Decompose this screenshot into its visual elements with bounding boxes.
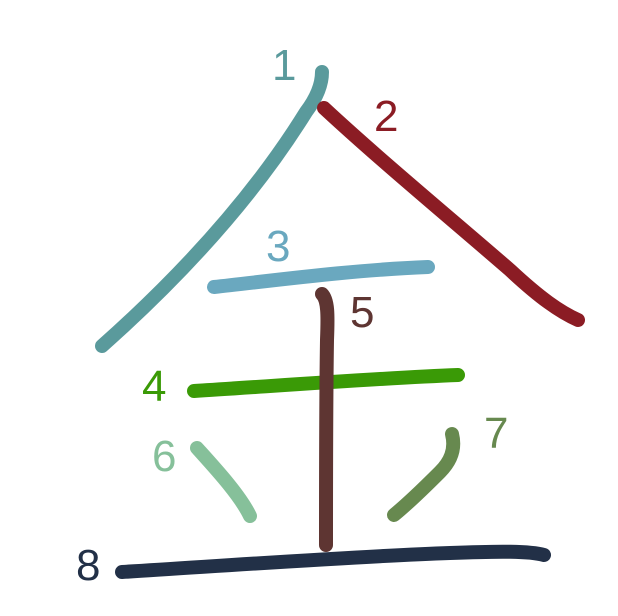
stroke-7 — [387, 427, 461, 522]
stroke-3 — [207, 260, 435, 294]
stroke-8 — [115, 544, 551, 579]
stroke-1 — [95, 65, 329, 353]
stroke-2 — [317, 101, 585, 327]
stroke-number-4: 4 — [142, 362, 166, 411]
stroke-number-8: 8 — [76, 541, 100, 590]
stroke-number-2: 2 — [374, 92, 398, 141]
stroke-5 — [315, 287, 335, 552]
stroke-number-6: 6 — [152, 432, 176, 481]
stroke-number-5: 5 — [350, 288, 374, 337]
stroke-number-3: 3 — [266, 222, 290, 271]
stroke-6 — [190, 441, 257, 523]
stroke-number-1: 1 — [272, 41, 296, 90]
stroke-number-7: 7 — [484, 409, 508, 458]
